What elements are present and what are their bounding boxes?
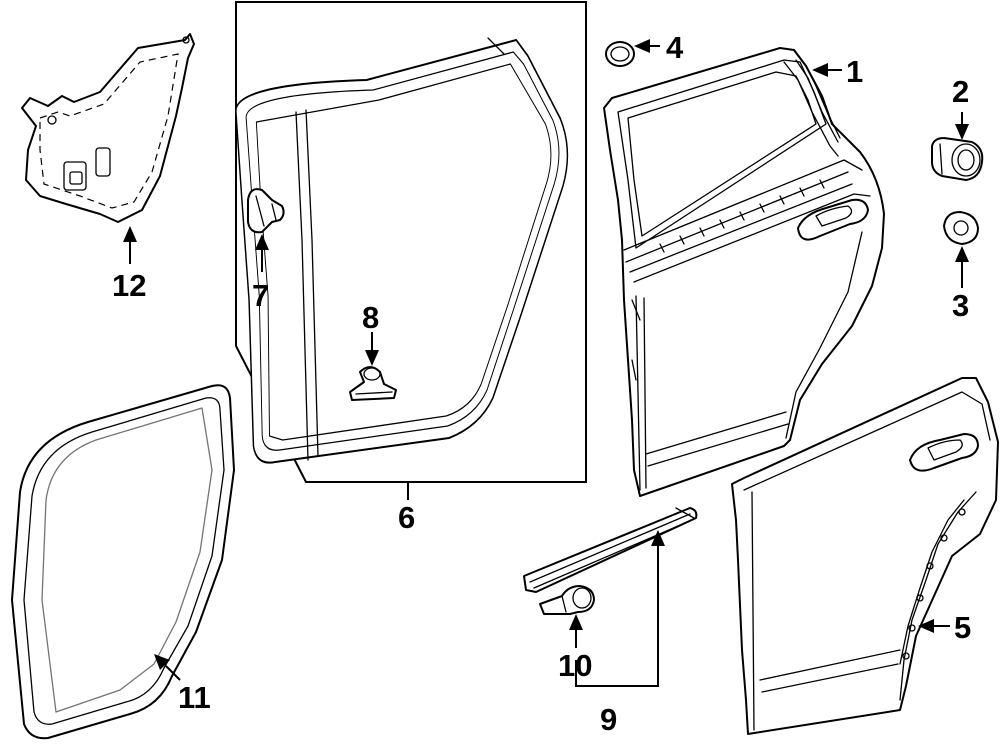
part-4-plug (605, 41, 635, 67)
part-6-glass-run (235, 37, 569, 464)
part-1-door-shell (603, 47, 885, 497)
part-11-weatherstrip (11, 384, 235, 740)
part-12-shield (21, 33, 195, 223)
part-8-clip (349, 366, 397, 401)
callout-2: 2 (952, 74, 969, 109)
callout-1: 1 (846, 54, 863, 89)
callout-5: 5 (954, 610, 971, 645)
callout-12: 12 (112, 268, 146, 303)
group-6-outline (235, 1, 587, 483)
leader-lines (123, 39, 969, 687)
callout-4: 4 (666, 30, 684, 65)
callout-7: 7 (252, 278, 269, 313)
part-3-grommet (943, 211, 979, 245)
callout-3: 3 (952, 288, 969, 323)
callout-11: 11 (178, 680, 211, 715)
part-9-belt-molding (523, 507, 698, 593)
callout-8: 8 (362, 300, 379, 335)
part-10-clip (539, 585, 595, 615)
callout-9: 9 (600, 702, 617, 737)
part-5-outer-panel (731, 377, 999, 735)
part-2-cap (931, 137, 984, 181)
part-7-stopper (247, 188, 285, 234)
callout-10: 10 (558, 648, 592, 683)
callout-6: 6 (398, 500, 415, 535)
